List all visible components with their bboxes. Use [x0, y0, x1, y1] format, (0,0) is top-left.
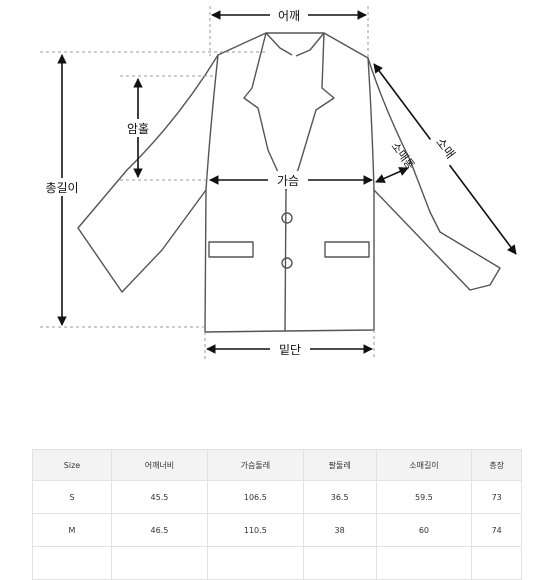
size-chart-table: Size 어깨너비 가슴둘레 팔둘레 소매길이 총장 S 45.5 106.5 … [32, 449, 522, 580]
cell: 45.5 [111, 480, 208, 514]
collar-right [285, 32, 335, 191]
right-sleeve [367, 57, 501, 291]
label-shoulder: 어깨 [278, 9, 300, 23]
header-chest: 가슴둘레 [206, 449, 304, 481]
cell: M [32, 513, 112, 547]
cell: 73 [471, 480, 522, 514]
collar-inner-right [295, 32, 325, 57]
table-row: M 46.5 110.5 38 60 74 [32, 513, 522, 547]
cell: 110.5 [206, 513, 304, 547]
cell [32, 546, 112, 580]
cell: 36.5 [302, 480, 377, 514]
cell: 106.5 [206, 480, 304, 514]
cell: 38 [302, 513, 377, 547]
header-size: Size [32, 449, 112, 481]
guide-lines [40, 6, 375, 360]
table-row: S 45.5 106.5 36.5 59.5 73 [32, 480, 522, 514]
cell [302, 546, 377, 580]
arrow-sleeve-width [375, 167, 409, 183]
header-total-length: 총장 [471, 449, 522, 481]
label-sleeve-width: 소매통 [388, 140, 417, 172]
cell: 74 [471, 513, 522, 547]
cell [111, 546, 208, 580]
left-sleeve [77, 54, 219, 293]
label-chest: 가슴 [277, 174, 299, 188]
cell [471, 546, 522, 580]
collar-left [243, 32, 287, 191]
labels: 어깨 총길이 암홀 가슴 밑단 소매 소매통 [40, 6, 463, 358]
cell: S [32, 480, 112, 514]
button-top [281, 212, 293, 224]
button-bottom [281, 257, 293, 269]
cell: 60 [375, 513, 473, 547]
pocket-left [208, 241, 254, 258]
header-shoulder-width: 어깨너비 [111, 449, 208, 481]
cell [206, 546, 304, 580]
cell [375, 546, 473, 580]
cell: 46.5 [111, 513, 208, 547]
collar-inner-left [265, 32, 293, 56]
header-arm: 팔둘레 [302, 449, 377, 481]
jacket-body [204, 32, 375, 333]
label-total-length: 총길이 [45, 181, 78, 195]
jacket-measurement-diagram: 어깨 총길이 암홀 가슴 밑단 소매 소매통 [40, 6, 517, 360]
table-row [32, 546, 522, 580]
header-sleeve-length: 소매길이 [375, 449, 473, 481]
label-hem: 밑단 [279, 343, 301, 357]
center-front-line [284, 189, 287, 332]
label-armhole: 암홀 [127, 122, 149, 136]
cell: 59.5 [375, 480, 473, 514]
pocket-right [324, 241, 370, 258]
table-header-row: Size 어깨너비 가슴둘레 팔둘레 소매길이 총장 [32, 449, 522, 481]
